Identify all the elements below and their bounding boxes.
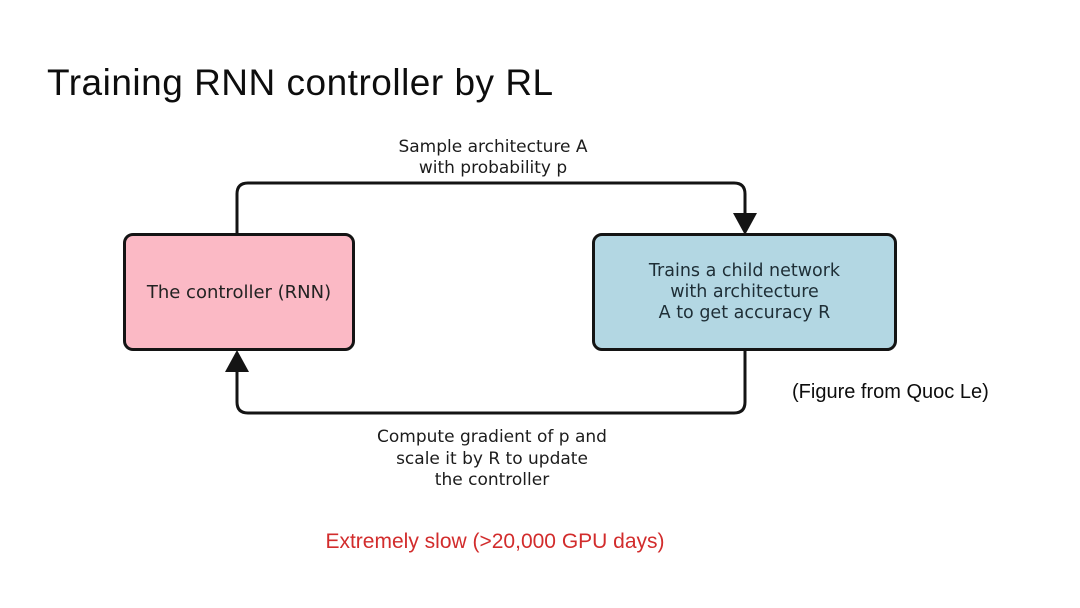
update-arrow-label-line2: scale it by R to update xyxy=(396,448,588,469)
child-node-line2: with architecture xyxy=(670,281,819,302)
update-arrow-label-line3: the controller xyxy=(434,470,550,490)
child-node-line1: Trains a child network xyxy=(648,260,841,281)
sample-arrow-path xyxy=(235,181,747,233)
slide-title: Training RNN controller by RL xyxy=(47,62,554,103)
child-network-node: Trains a child network with architecture… xyxy=(592,233,897,351)
controller-node-label: The controller (RNN) xyxy=(146,281,332,303)
arrowhead-up-icon xyxy=(225,350,249,372)
figure-credit: (Figure from Quoc Le) xyxy=(792,381,989,403)
sample-arrow-label: Sample architecture A with probability p xyxy=(343,137,643,179)
update-arrow-label-line1: Compute gradient of p and xyxy=(377,427,607,447)
controller-node: The controller (RNN) xyxy=(123,233,355,351)
update-arrow-path xyxy=(235,350,747,415)
sample-arrow-label-line2: with probability p xyxy=(418,158,568,178)
update-arrow-label: Compute gradient of p and scale it by R … xyxy=(342,427,642,492)
slow-note: Extremely slow (>20,000 GPU days) xyxy=(325,530,665,553)
sample-arrow-label-line1: Sample architecture A xyxy=(398,137,588,157)
child-node-line3: A to get accuracy R xyxy=(658,302,831,323)
arrowhead-down-icon xyxy=(733,213,757,235)
